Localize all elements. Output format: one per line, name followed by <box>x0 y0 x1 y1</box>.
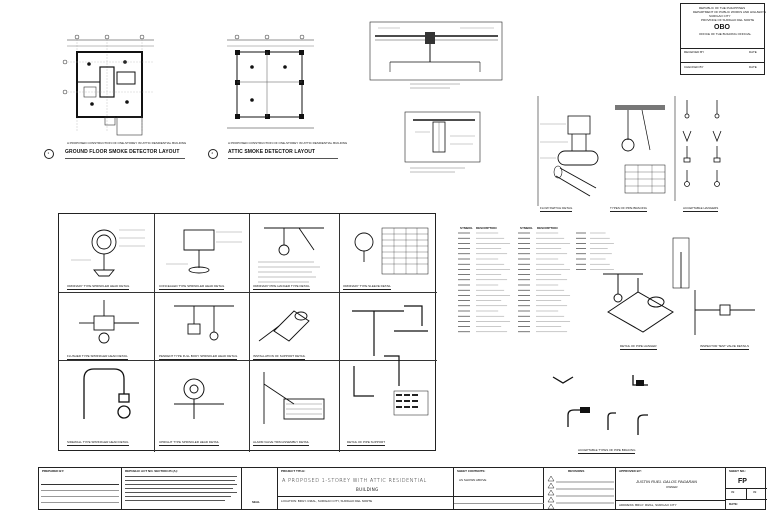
sheet-no-label: SHEET NO.: <box>729 469 747 473</box>
caption-flushed-sprinkler: FLUSHED TYPE SPRINKLER HEAD DETAIL <box>67 354 128 360</box>
caption-inspector-test: INSPECTOR TEST VALVE DETAILS <box>700 344 750 350</box>
sheet-number: 09 <box>731 490 735 494</box>
stamp-date-2: DATE <box>749 65 757 69</box>
approved-role: OWNER <box>666 485 678 489</box>
caption-ordinary-sprinkler: ORDINARY TYPE SPRINKLER HEAD DETAIL <box>67 284 130 290</box>
tb-sheet-no-cell: SHEET NO.: FP 09 09 DATE: <box>726 468 767 511</box>
approved-by-label: APPROVED BY: <box>619 469 642 473</box>
caption-pendent-sprinkler: PENDENT TYPE FULL BODY SPRINKLER HEAD DE… <box>159 354 238 360</box>
title-block: PREPARED BY: REPUBLIC ACT NO. SECTION 25… <box>38 467 767 511</box>
stamp-received: RECEIVED BY <box>684 50 705 54</box>
tb-sheet-contents-cell: SHEET CONTENTS: AS SHOWN ABOVE <box>454 468 544 509</box>
caption-pipe-hanger-detail: DETAIL OF PIPE HANGER <box>620 344 657 350</box>
address-label: ADDRESS: BRGY. RIZAL, SURIGAO CITY <box>619 503 677 507</box>
caption-concealed-sprinkler: CONCEALED TYPE SPRINKLER HEAD DETAIL <box>159 284 225 290</box>
project-title-2: BUILDING <box>356 487 379 492</box>
project-title: A PROPOSED 1-STOREY WITH ATTIC RESIDENTI… <box>282 478 427 484</box>
tb-seal-cell: SEAL <box>242 468 278 509</box>
sheet-total: 09 <box>753 490 757 494</box>
stamp-line-3: SURIGAO CITY <box>709 14 731 18</box>
ground-layout-marker: 1 <box>44 149 54 159</box>
tb-revisions-cell: REVISIONS <box>544 468 616 510</box>
caption-acceptable-bracing: ACCEPTABLE TYPES OF PIPE BRACING <box>578 448 636 454</box>
project-title-label: PROJECT TITLE: <box>281 469 306 473</box>
caption-pipe-hanger: ORDINARY PIPE HANGER TYPE DETAIL <box>253 284 310 290</box>
sprinkler-details-panel: ORDINARY TYPE SPRINKLER HEAD DETAIL CONC… <box>58 213 437 452</box>
sheet-contents-label: SHEET CONTENTS: <box>457 469 486 473</box>
stamp-office-sub: OFFICE OF THE BUILDING OFFICIAL <box>699 32 752 36</box>
caption-support-installation: INSTALLATION OF SUPPORT DETAIL <box>253 354 306 360</box>
stamp-office: OBO <box>714 24 730 31</box>
caption-sidewall-sprinkler: SIDEWALL TYPE SPRINKLER HEAD DETAIL <box>67 440 129 446</box>
caption-acceptable-hangers: ACCEPTABLE HANGERS <box>683 206 719 212</box>
date-label: DATE: <box>729 502 738 506</box>
caption-sleeve: ORDINARY TYPE SLEEVE DETAIL <box>343 284 391 290</box>
tb-republic-cell: REPUBLIC ACT NO. SECTION 25 (A): <box>122 468 242 509</box>
attic-title-underline <box>228 158 338 159</box>
ground-layout-subtitle: A PROPOSED CONSTRUCTION OF ONE-STOREY W/… <box>67 141 187 145</box>
legend-header-symbol: SYMBOL <box>460 226 473 230</box>
caption-pipe-support: DETAIL OF PIPE SUPPORT <box>347 440 386 446</box>
stamp-line-2: DEPARTMENT OF PUBLIC WORKS AND HIGHWAYS <box>693 10 767 14</box>
sheet-contents: AS SHOWN ABOVE <box>459 478 487 482</box>
caption-flow-switch: FLOW SWITCH DETAIL <box>540 206 573 212</box>
stamp-line-1: REPUBLIC OF THE PHILIPPINES <box>699 6 746 10</box>
approved-name: JUSTIN RUEL GALOS PAGARAN <box>636 479 697 484</box>
ground-layout-title: GROUND FLOOR SMOKE DETECTOR LAYOUT <box>65 149 180 155</box>
attic-layout-title: ATTIC SMOKE DETECTOR LAYOUT <box>228 149 316 155</box>
republic-act-label: REPUBLIC ACT NO. SECTION 25 (A): <box>125 469 178 473</box>
stamp-checked: CHECKED BY <box>684 65 704 69</box>
legend-header-symbol-2: SYMBOL <box>520 226 533 230</box>
tb-project-cell: PROJECT TITLE: A PROPOSED 1-STOREY WITH … <box>278 468 454 509</box>
revisions-label: REVISIONS <box>568 469 585 473</box>
attic-layout-subtitle: A PROPOSED CONSTRUCTION OF ONE-STOREY W/… <box>228 141 348 145</box>
obo-stamp-box: REPUBLIC OF THE PHILIPPINES DEPARTMENT O… <box>680 3 767 75</box>
ground-title-underline <box>65 158 185 159</box>
legend-header-description: DESCRIPTION <box>476 226 497 230</box>
caption-upright-sprinkler: UPRIGHT TYPE SPRINKLER HEAD DETAIL <box>159 440 220 446</box>
stamp-date-1: DATE <box>749 50 757 54</box>
stamp-line-4: PROVINCE OF SURIGAO DEL NORTE <box>701 18 755 22</box>
location-label: LOCATION: BRGY. RIZAL, SURIGAO CITY, SUR… <box>281 499 373 503</box>
caption-alarm-valve: ALARM VALVE TRIM ASSEMBLY DETAIL <box>253 440 310 446</box>
tb-approved-cell: APPROVED BY: JUSTIN RUEL GALOS PAGARAN O… <box>616 468 726 509</box>
caption-pipe-bracing: TYPES OF PIPE BRACING <box>610 206 648 212</box>
sheet-code: FP <box>738 478 747 485</box>
seal-label: SEAL <box>252 500 261 504</box>
legend-header-description-2: DESCRIPTION <box>537 226 558 230</box>
prepared-by-label: PREPARED BY: <box>42 469 65 473</box>
tb-prepared-cell: PREPARED BY: <box>39 468 122 509</box>
attic-layout-marker: 2 <box>208 149 218 159</box>
